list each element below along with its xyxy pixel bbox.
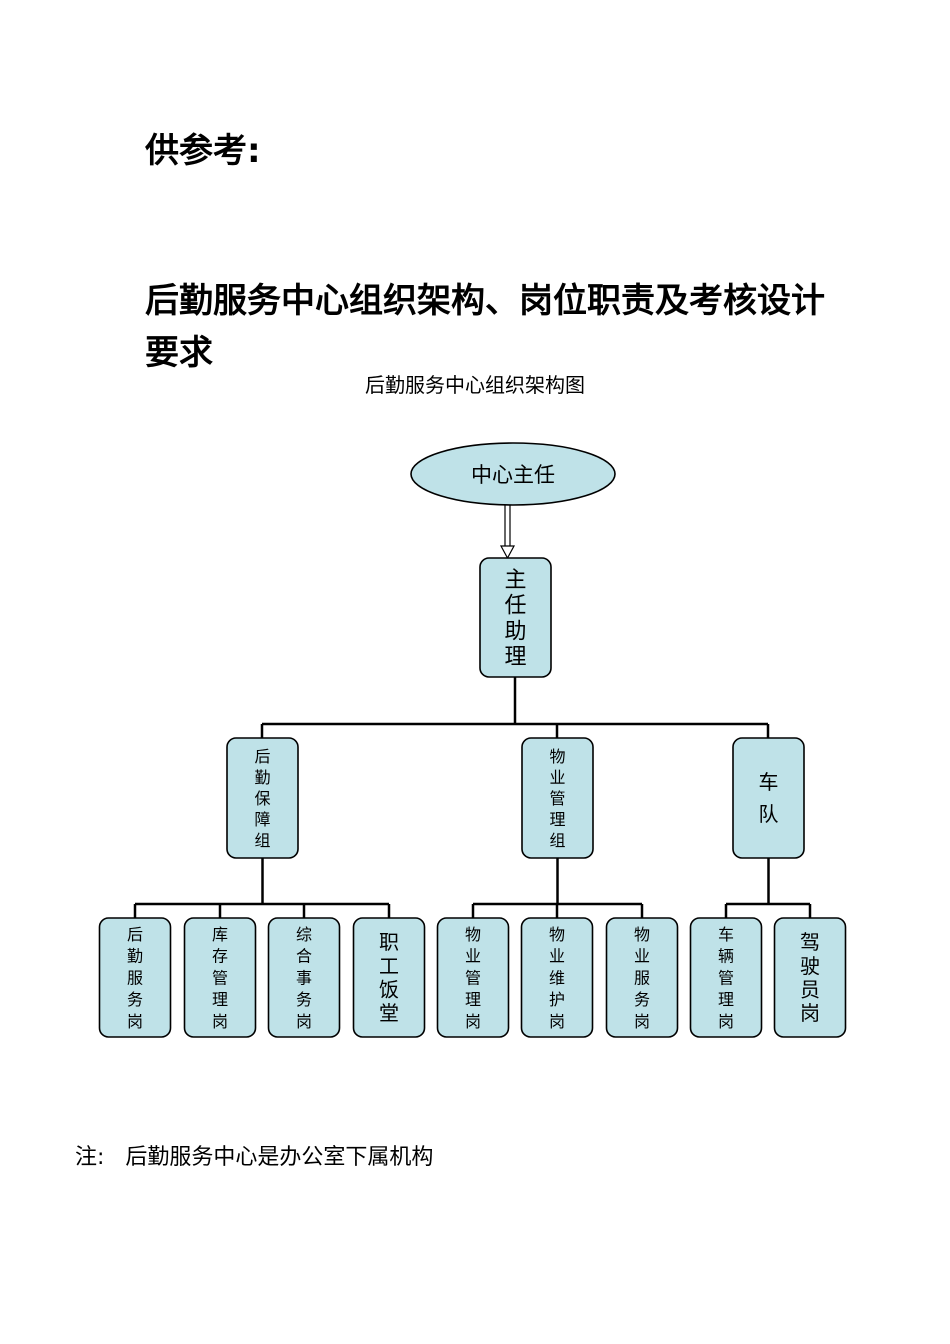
- root-node-label: 中心主任: [471, 463, 555, 487]
- post-node-2-0-box: [689, 917, 763, 1038]
- org-chart-title: 后勤服务中心组织架构图: [365, 373, 585, 397]
- post-node-0-3-box: [352, 917, 426, 1038]
- reference-label: 供参考:: [145, 131, 261, 171]
- post-node-1-0-box: [436, 917, 510, 1038]
- footer-note: 注: 后勤服务中心是办公室下属机构: [75, 1142, 433, 1174]
- post-node-1-2-box: [605, 917, 679, 1038]
- post-node-2-1-label: 驾驶员岗: [800, 930, 820, 1025]
- post-node-0-0-label: 后勤服务岗: [127, 925, 143, 1031]
- group-node-2-label: 车队: [759, 770, 779, 826]
- post-node-1-2-label: 物业服务岗: [634, 925, 650, 1031]
- post-node-1-1-label: 物业维护岗: [549, 925, 565, 1031]
- group-node-1-label: 物业管理组: [549, 747, 565, 850]
- post-node-0-1-label: 库存管理岗: [212, 925, 228, 1031]
- post-node-0-3-label: 职工饭堂: [379, 930, 399, 1025]
- post-node-2-1-box: [773, 917, 847, 1038]
- assistant-node-label: 主任助理: [504, 568, 526, 670]
- post-node-0-0-box: [98, 917, 172, 1038]
- group-node-2-box: [732, 737, 805, 859]
- group-node-0-label: 后勤保障组: [254, 747, 270, 850]
- arrow-head: [499, 545, 516, 560]
- root-node: [410, 442, 616, 506]
- post-node-1-1-box: [520, 917, 594, 1038]
- note-label: 注:: [75, 1145, 105, 1170]
- post-node-1-0-label: 物业管理岗: [465, 925, 481, 1031]
- document-title: 后勤服务中心组织架构、岗位职责及考核设计要求: [145, 281, 825, 373]
- post-node-0-2-box: [267, 917, 341, 1038]
- post-node-2-0-label: 车辆管理岗: [718, 925, 734, 1031]
- post-node-0-2-label: 综合事务岗: [296, 925, 312, 1031]
- note-text: 后勤服务中心是办公室下属机构: [125, 1145, 434, 1170]
- post-node-0-1-box: [183, 917, 257, 1038]
